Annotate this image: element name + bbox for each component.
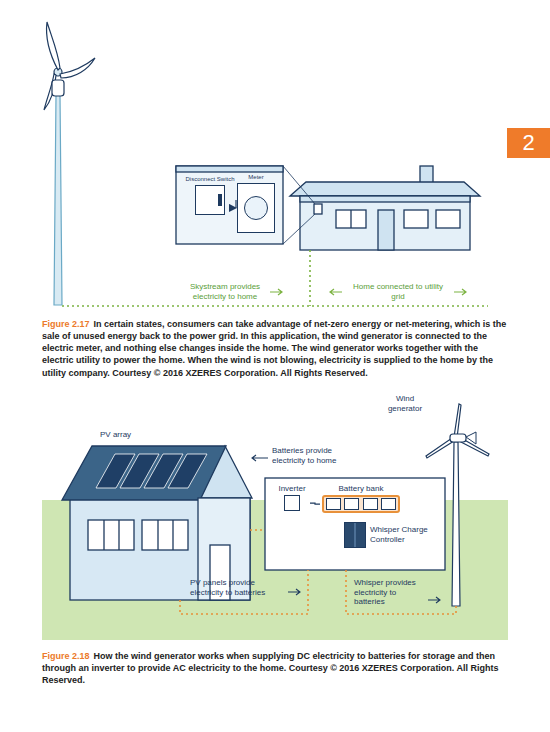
meter-symbol [237,183,275,233]
figure-caption: Figure 2.18How the wind generator works … [42,650,508,686]
controller-label: Whisper Charge Controller [370,525,434,544]
inverter: Inverter [274,484,310,511]
part-name: Wind generator [386,394,424,413]
flow-label: Whisper provides electricity to batterie… [354,578,426,607]
inverter-symbol [284,495,300,511]
skystream-turbine [44,22,95,305]
flow-label: Home connected to utility grid [346,282,450,301]
disconnect-switch: Disconnect Switch [184,176,236,215]
figure-caption: Figure 2.17In certain states, consumers … [42,318,508,379]
battery-cell [344,498,359,510]
power-line-2-17 [62,250,488,306]
flow-label: PV panels provide electricity to batteri… [190,578,286,597]
equipment-room [265,478,445,570]
figure-number: Figure 2.18 [42,651,90,661]
meter-dial [244,196,268,220]
wind-generator [426,404,489,606]
battery-symbol [322,495,400,513]
chapter-tab: 2 [507,128,550,158]
flow-label: Batteries provide electricity to home [272,446,354,465]
battery-cell [363,498,378,510]
battery-bank: Battery bank [320,484,402,513]
power-lines-2-18 [180,530,456,614]
battery-cell [326,498,341,510]
flow-label: Skystream provides electricity to home [182,282,268,301]
caption-text: In certain states, consumers can take ad… [42,319,506,378]
controller-box [344,522,366,548]
connector [310,503,320,504]
part-label: Meter [248,174,263,181]
house-2-17 [290,166,480,250]
part-label: Inverter [278,484,305,493]
battery-cell [381,498,396,510]
part-label: Disconnect Switch [185,176,234,183]
figure-number: Figure 2.17 [42,319,90,329]
part-name: PV array [100,430,150,440]
part-label: Battery bank [339,484,384,493]
caption-text: How the wind generator works when supply… [42,651,499,685]
chapter-number: 2 [522,130,534,156]
electric-meter: Meter [236,174,276,233]
meter-inset [176,166,315,244]
charge-controller: Whisper Charge Controller [344,522,434,548]
house-2-18 [62,446,252,600]
switch-symbol [195,185,225,215]
